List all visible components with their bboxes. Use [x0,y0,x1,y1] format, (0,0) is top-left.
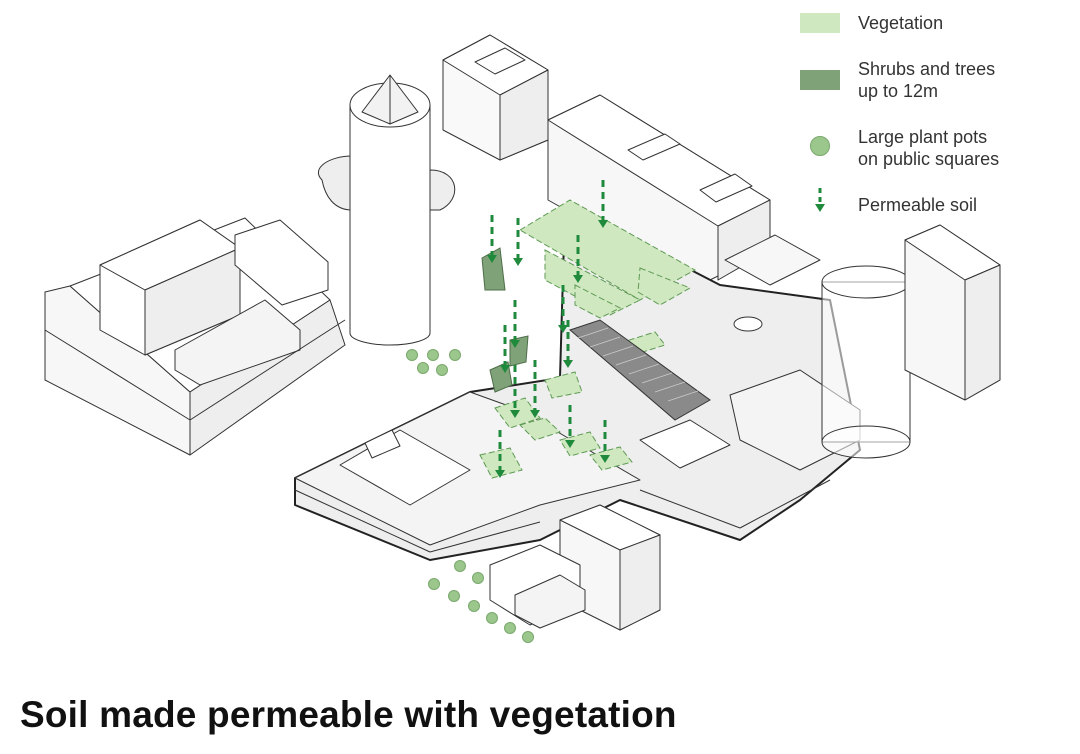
dashed-down-arrow-icon [815,188,825,212]
legend-label-shrubs: Shrubs and trees up to 12m [858,59,996,101]
dark-green-swatch [800,70,840,90]
permeable-paving [569,319,711,421]
glass-cylinder [821,265,911,459]
shrubs-trees-areas [481,247,529,393]
light-green-swatch [800,13,840,33]
front-bottom-building [489,504,661,631]
plant-pot-circle-icon [810,136,830,156]
right-tall-block [904,224,1001,401]
legend-label-vegetation: Vegetation [858,13,944,33]
cylinder-tower [318,74,456,346]
vegetation-areas [479,199,697,479]
legend-label-plant-pots: Large plant pots on public squares [858,127,1000,169]
plant-pots [406,349,534,643]
legend-label-permeable-soil: Permeable soil [858,195,978,215]
left-office-building [44,217,346,456]
back-tower-block [442,34,549,161]
page-title: Soil made permeable with vegetation [20,694,677,735]
axonometric-diagram [44,34,1001,643]
permeable-soil-arrows [490,180,607,470]
permeable-soil-arrowheads [487,220,610,478]
